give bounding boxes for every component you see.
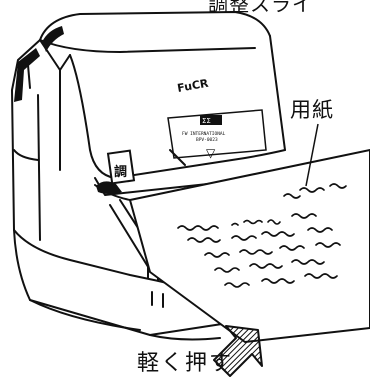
badge-block bbox=[200, 115, 222, 125]
hood-shadow bbox=[42, 26, 64, 52]
push-gently-label: 軽く押す bbox=[137, 351, 234, 376]
slider-block bbox=[96, 149, 136, 194]
hatched-arrow-icon bbox=[213, 325, 263, 377]
paper-label: 用紙 bbox=[290, 98, 334, 122]
label-plate bbox=[167, 109, 267, 159]
paper-sheet bbox=[129, 149, 370, 343]
paper-handwriting bbox=[177, 183, 347, 288]
adjust-slider-label: 調整スライ bbox=[208, 0, 313, 16]
hood-side-shadow bbox=[14, 48, 40, 102]
paper-leader-line bbox=[305, 123, 319, 187]
